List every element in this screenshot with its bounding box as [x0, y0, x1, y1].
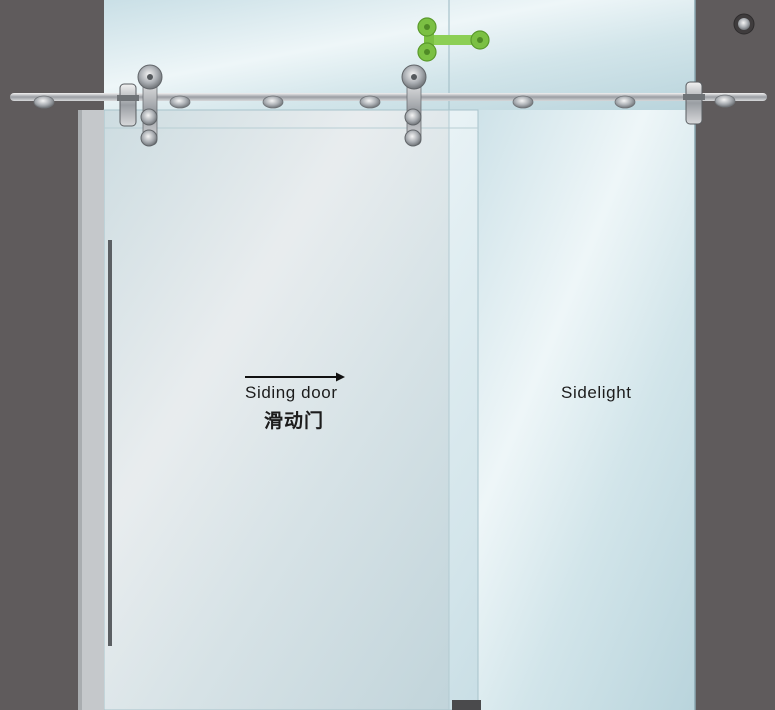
- left-frame-strip: [78, 110, 104, 710]
- left-frame-shadow: [78, 110, 82, 710]
- sliding-door-panel: [104, 110, 478, 710]
- floor-guide: [452, 700, 481, 710]
- roller-hanger-left: [137, 64, 163, 147]
- wall-screw-icon: [733, 13, 755, 35]
- upper-fixed-glass: [104, 0, 695, 110]
- sliding-door-label: Siding door: [245, 383, 338, 402]
- arrow-right-icon: [245, 372, 345, 382]
- rail-end-stop-left: [117, 83, 139, 127]
- top-rail: [10, 93, 767, 101]
- green-door-stopper-icon: [417, 17, 490, 62]
- sidelight-label: Sidelight: [561, 383, 632, 402]
- sidelight-panel: [449, 110, 695, 710]
- door-handle: [108, 240, 112, 646]
- rail-end-stop-right: [683, 81, 705, 125]
- roller-hanger-right: [401, 64, 427, 147]
- rail-brackets: [33, 94, 736, 109]
- sliding-door-label-chinese: 滑动门: [264, 411, 325, 432]
